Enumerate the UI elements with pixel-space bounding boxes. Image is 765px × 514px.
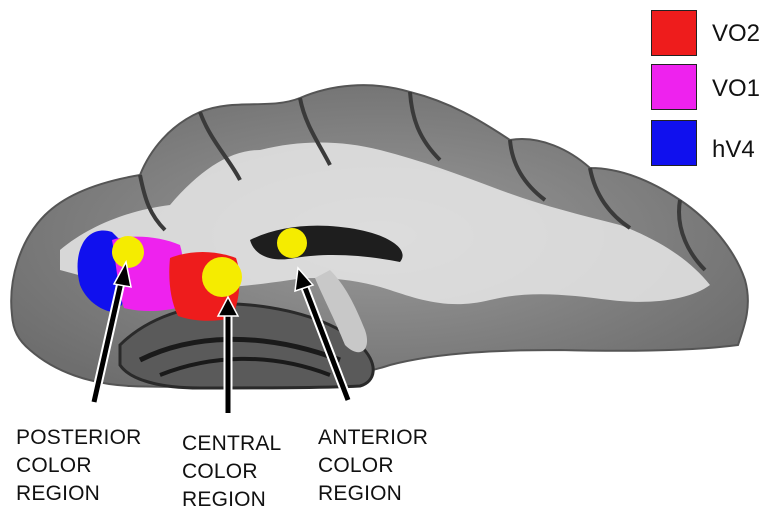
legend-swatch-vo2 [651, 10, 697, 56]
legend-label-hv4: hV4 [712, 138, 755, 162]
central-label-line: REGION [182, 486, 281, 514]
posterior-label-line: POSTERIOR [16, 424, 141, 452]
posterior-label-line: REGION [16, 480, 141, 508]
posterior-region-label: POSTERIOR COLOR REGION [16, 424, 141, 508]
legend-label-vo2: VO2 [712, 22, 760, 46]
anterior-region-marker [277, 228, 307, 258]
anterior-label-line: COLOR [318, 452, 428, 480]
brain-sagittal-slice [11, 85, 748, 388]
central-region-marker [202, 257, 242, 297]
central-region-label: CENTRAL COLOR REGION [182, 430, 281, 514]
anterior-region-label: ANTERIOR COLOR REGION [318, 424, 428, 508]
anterior-label-line: ANTERIOR [318, 424, 428, 452]
posterior-region-marker [112, 236, 144, 268]
legend-label-vo1: VO1 [712, 77, 760, 101]
central-label-line: COLOR [182, 458, 281, 486]
legend-swatch-hv4 [651, 120, 697, 166]
legend-swatch-vo1 [651, 64, 697, 110]
anterior-label-line: REGION [318, 480, 428, 508]
central-label-line: CENTRAL [182, 430, 281, 458]
posterior-label-line: COLOR [16, 452, 141, 480]
